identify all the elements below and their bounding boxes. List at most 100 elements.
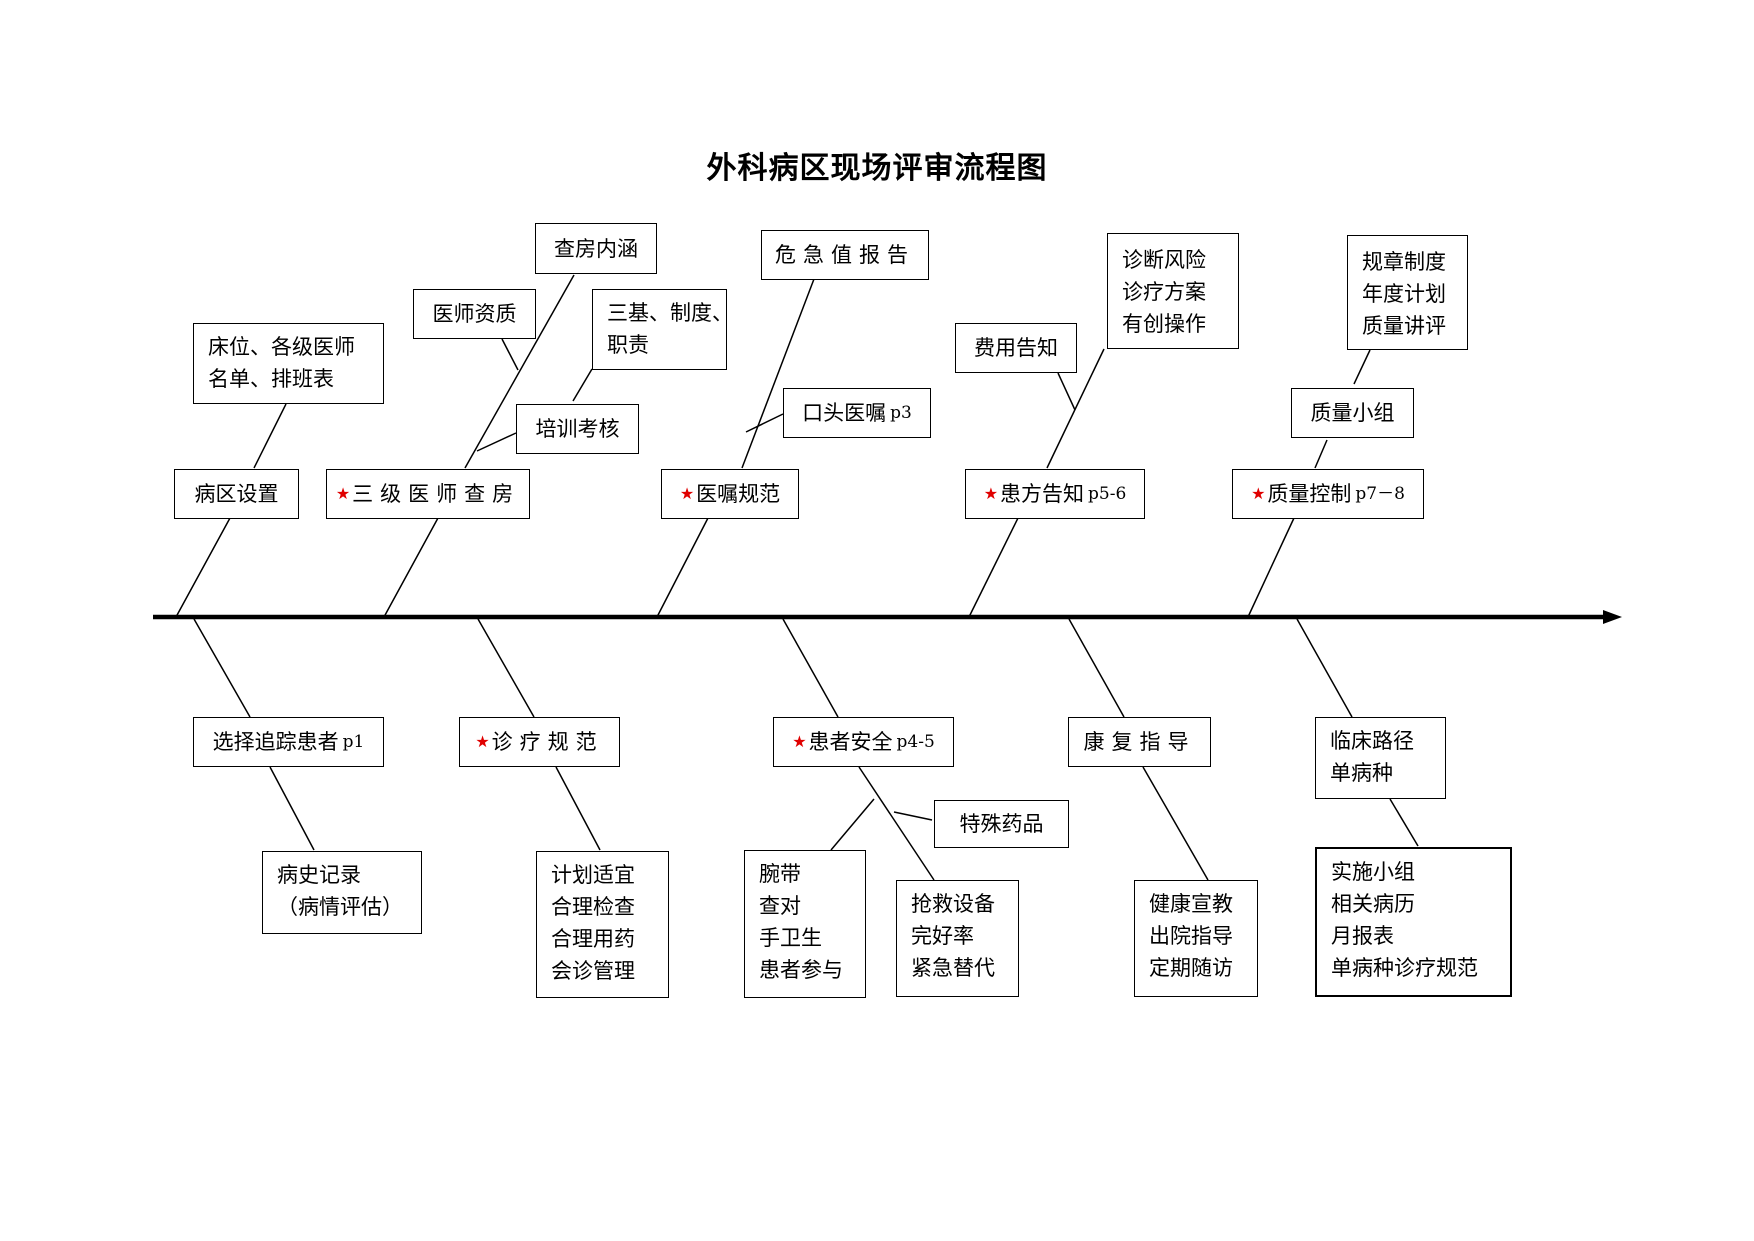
- detail-line: 质量讲评: [1362, 314, 1446, 338]
- branch-rounds-content: [464, 274, 575, 469]
- detail-line: 病史记录: [277, 863, 361, 887]
- bone-bottom-2: [477, 618, 535, 718]
- detail-line: 患者参与: [759, 958, 843, 982]
- detail-label: 查房内涵: [554, 236, 638, 261]
- branch-verbal-order: [745, 413, 784, 433]
- page-ref: p1: [342, 732, 365, 752]
- detail-line: 实施小组: [1331, 860, 1415, 884]
- branch-history: [269, 766, 315, 851]
- detail-critical-value: 危急值报告: [761, 230, 929, 280]
- page-ref: p4-5: [896, 732, 935, 752]
- bone-bottom-5: [1296, 618, 1353, 718]
- detail-treatment-plan: 计划适宜 合理检查 合理用药 会诊管理: [536, 851, 669, 998]
- detail-line: 出院指导: [1149, 924, 1233, 948]
- detail-label: 质量小组: [1310, 401, 1395, 425]
- branch-treatment-plan: [555, 766, 601, 851]
- branch-quality-group: [1314, 439, 1328, 469]
- detail-special-drugs: 特殊药品: [934, 800, 1069, 848]
- star-icon: ★: [983, 484, 999, 503]
- bone-top-5: [1247, 517, 1295, 618]
- detail-line: 抢救设备: [911, 892, 995, 916]
- detail-line: 规章制度: [1362, 250, 1446, 274]
- category-label: 医嘱规范: [696, 482, 781, 506]
- detail-wristband: 腕带 查对 手卫生 患者参与: [744, 850, 866, 998]
- category-line: 临床路径: [1330, 729, 1414, 753]
- category-label: 选择追踪患者: [212, 730, 339, 754]
- detail-physician-qualification: 医师资质: [413, 289, 536, 339]
- category-treatment-standards: ★ 诊疗规范: [459, 717, 620, 767]
- detail-health-education: 健康宣教 出院指导 定期随访: [1134, 880, 1258, 997]
- category-quality-control: ★ 质量控制 p7－8: [1232, 469, 1424, 519]
- detail-fee-notice: 费用告知: [955, 323, 1077, 373]
- bone-top-1: [175, 517, 231, 618]
- category-label: 患者安全: [808, 730, 893, 754]
- category-three-level-rounds: ★ 三级医师查房: [326, 469, 530, 519]
- detail-line: 会诊管理: [551, 959, 635, 983]
- star-icon: ★: [475, 732, 490, 751]
- detail-label: 口头医嘱: [802, 401, 887, 425]
- detail-line: 计划适宜: [551, 863, 635, 887]
- detail-line: 相关病历: [1331, 892, 1415, 916]
- category-label: 诊疗规范: [491, 730, 604, 754]
- star-icon: ★: [335, 484, 351, 503]
- detail-line: 诊疗方案: [1122, 280, 1206, 304]
- detail-verbal-order: 口头医嘱 p3: [783, 388, 931, 438]
- branch-wristband: [830, 798, 875, 851]
- branch-training: [476, 432, 517, 452]
- branch-rescue: [858, 766, 935, 881]
- detail-diagnosis-risk: 诊断风险 诊疗方案 有创操作: [1107, 233, 1239, 349]
- branch-fee-notice: [1057, 372, 1076, 411]
- bone-bottom-3: [782, 618, 839, 718]
- detail-label: 特殊药品: [959, 812, 1044, 836]
- diagram-title: 外科病区现场评审流程图: [706, 151, 1048, 186]
- branch-critical-value: [741, 278, 815, 469]
- category-order-standards: ★ 医嘱规范: [661, 469, 799, 519]
- category-label: 患方告知: [1000, 482, 1085, 506]
- detail-line: 职责: [607, 333, 649, 357]
- detail-line: 月报表: [1331, 924, 1394, 948]
- detail-line: 合理检查: [551, 895, 635, 919]
- detail-training: 培训考核: [516, 404, 639, 454]
- detail-label: 费用告知: [974, 336, 1058, 360]
- detail-ward-staff: 床位、各级医师 名单、排班表: [193, 323, 384, 404]
- detail-implementation: 实施小组 相关病历 月报表 单病种诊疗规范: [1315, 847, 1512, 997]
- spine-arrowhead: [1603, 610, 1622, 624]
- detail-line: 手卫生: [759, 926, 822, 950]
- category-clinical-pathway: 临床路径 单病种: [1315, 717, 1446, 799]
- detail-line: 紧急替代: [911, 956, 995, 980]
- detail-line: 三基、制度、: [607, 301, 733, 325]
- category-label: 病区设置: [194, 482, 279, 506]
- branch-special-drugs: [893, 811, 933, 821]
- category-rehab-guidance: 康复指导: [1068, 717, 1211, 767]
- detail-line: （病情评估）: [277, 895, 403, 919]
- branch-qualification: [501, 338, 519, 371]
- category-patient-notice: ★ 患方告知 p5-6: [965, 469, 1145, 519]
- category-label: 三级医师查房: [352, 482, 521, 506]
- detail-line: 单病种诊疗规范: [1331, 956, 1478, 980]
- detail-label: 培训考核: [535, 417, 620, 441]
- detail-line: 查对: [759, 894, 801, 918]
- branch-diagnosis-risk: [1046, 348, 1105, 469]
- detail-line: 床位、各级医师: [208, 335, 355, 359]
- bone-top-3: [656, 517, 709, 618]
- branch-ward-staff: [253, 403, 287, 469]
- category-label: 质量控制: [1267, 482, 1352, 506]
- detail-history: 病史记录 （病情评估）: [262, 851, 422, 934]
- detail-line: 诊断风险: [1122, 248, 1206, 272]
- page-ref: p3: [890, 403, 912, 423]
- page-ref: p5-6: [1088, 484, 1127, 504]
- bone-bottom-4: [1068, 618, 1125, 718]
- bone-top-2: [383, 517, 439, 618]
- branch-basics: [572, 368, 593, 402]
- page-ref: p7－8: [1355, 484, 1405, 504]
- detail-regulations: 规章制度 年度计划 质量讲评: [1347, 235, 1468, 350]
- detail-line: 完好率: [911, 924, 974, 948]
- detail-line: 有创操作: [1122, 312, 1206, 336]
- detail-label: 医师资质: [432, 302, 517, 326]
- detail-line: 腕带: [759, 862, 801, 886]
- category-track-patient: 选择追踪患者 p1: [193, 717, 384, 767]
- star-icon: ★: [679, 484, 695, 503]
- detail-line: 年度计划: [1362, 282, 1446, 306]
